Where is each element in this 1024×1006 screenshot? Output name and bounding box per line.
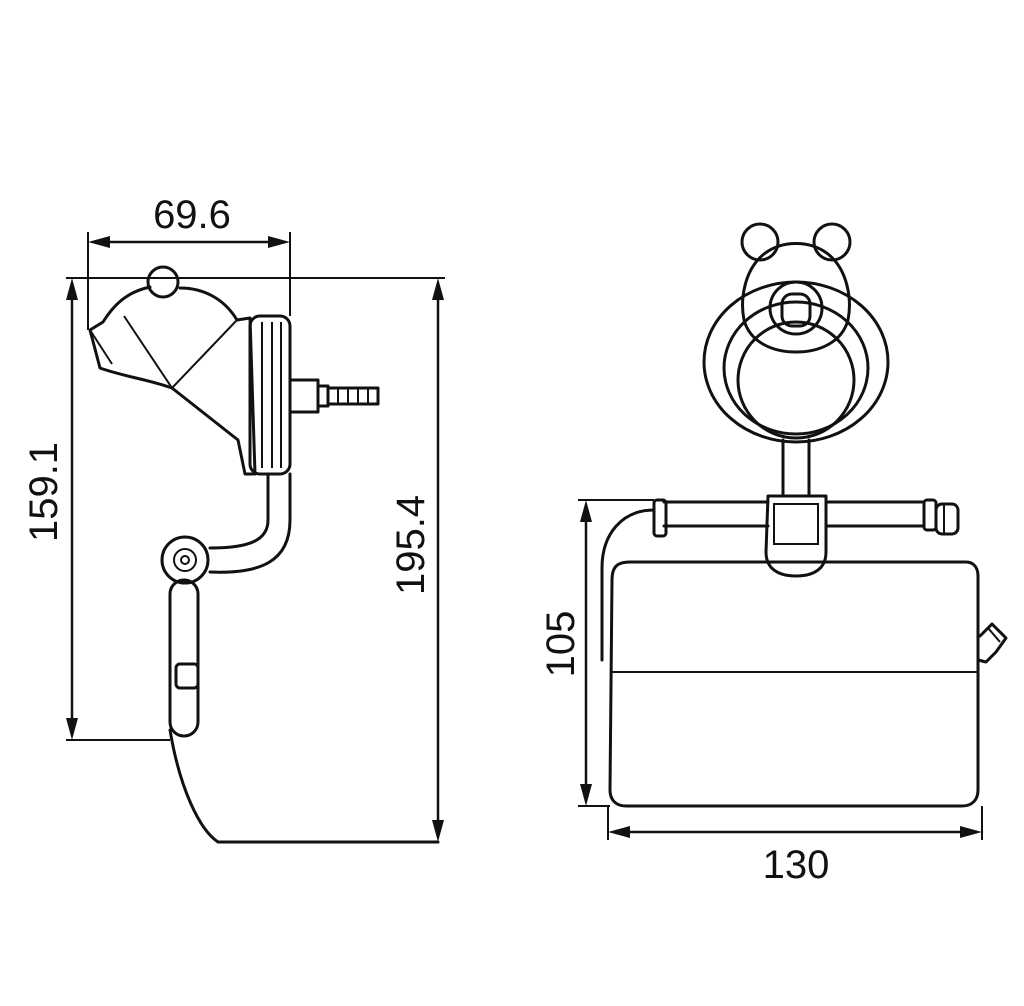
side-flap-knob — [174, 662, 200, 690]
side-pivot-inner — [173, 548, 197, 572]
arrow-front-top — [580, 500, 592, 522]
label-front-width: 130 — [763, 843, 830, 887]
side-arm-inner — [208, 472, 270, 550]
arrow-width-left — [88, 236, 110, 248]
dimension-front-width: 130 — [607, 806, 983, 887]
side-bear-ear — [146, 265, 180, 299]
front-cover-arm — [600, 508, 656, 662]
side-anchor-rod — [326, 386, 380, 406]
side-plate-body — [248, 314, 292, 476]
dimension-front-cover-height: 105 — [539, 499, 654, 807]
front-rod-end-right — [922, 498, 938, 532]
front-bear-snout-inner — [780, 292, 812, 328]
side-wall-anchor — [288, 378, 380, 414]
side-bear-neck-line — [171, 319, 238, 389]
front-cover-tab — [976, 622, 1008, 664]
front-bear-head — [702, 222, 890, 444]
arrow-bracket-bottom — [66, 718, 78, 740]
dimension-side-width: 69.6 — [87, 193, 291, 330]
front-ring-middle — [722, 300, 870, 436]
side-anchor-base — [288, 378, 320, 414]
label-side-total-height: 195.4 — [389, 495, 433, 595]
side-bear-body — [88, 285, 257, 476]
arrow-width-right — [268, 236, 290, 248]
arrow-front-width-left — [608, 826, 630, 838]
front-bear-ear-right — [812, 222, 852, 262]
label-front-cover-height: 105 — [539, 611, 583, 678]
front-roll-rod — [652, 498, 960, 538]
front-cover-body — [608, 560, 980, 808]
label-side-width: 69.6 — [153, 193, 231, 237]
front-view: 105 130 — [539, 222, 1008, 887]
side-pivot-outer — [160, 535, 210, 585]
side-pivot-flap — [160, 535, 440, 844]
side-view: 69.6 159.1 195.4 — [22, 193, 445, 844]
side-flap-bar — [168, 578, 200, 738]
side-bear-snout-line — [89, 329, 113, 365]
side-bracket-arm — [208, 472, 292, 574]
front-bear-snout-outer — [768, 280, 824, 336]
front-rod-end-left — [652, 498, 668, 538]
front-ring-outer — [702, 280, 890, 444]
side-wall-plate — [248, 314, 292, 476]
side-bear-cheek-line — [123, 315, 173, 389]
front-bear-ear-left — [740, 222, 780, 262]
arrow-total-bottom — [432, 820, 444, 842]
arrow-front-bottom — [580, 784, 592, 806]
dimension-side-total-height: 195.4 — [389, 278, 444, 842]
front-clamp-inner — [773, 503, 819, 545]
arrow-front-width-right — [960, 826, 982, 838]
front-bear-face — [741, 242, 851, 354]
side-bear-head — [88, 265, 257, 476]
side-flap-cover — [168, 728, 440, 844]
front-cover-tab-line — [987, 627, 1001, 643]
side-pivot-center — [180, 555, 190, 565]
front-stem — [764, 438, 828, 578]
front-ring-inner — [736, 320, 856, 440]
front-cover — [600, 508, 1008, 808]
label-side-bracket-height: 159.1 — [22, 442, 66, 542]
front-rod-cap — [934, 502, 960, 536]
arrow-bracket-top — [66, 278, 78, 300]
arrow-total-top — [432, 278, 444, 300]
dimension-side-bracket-height: 159.1 — [22, 277, 445, 741]
side-arm-outer — [208, 472, 292, 574]
